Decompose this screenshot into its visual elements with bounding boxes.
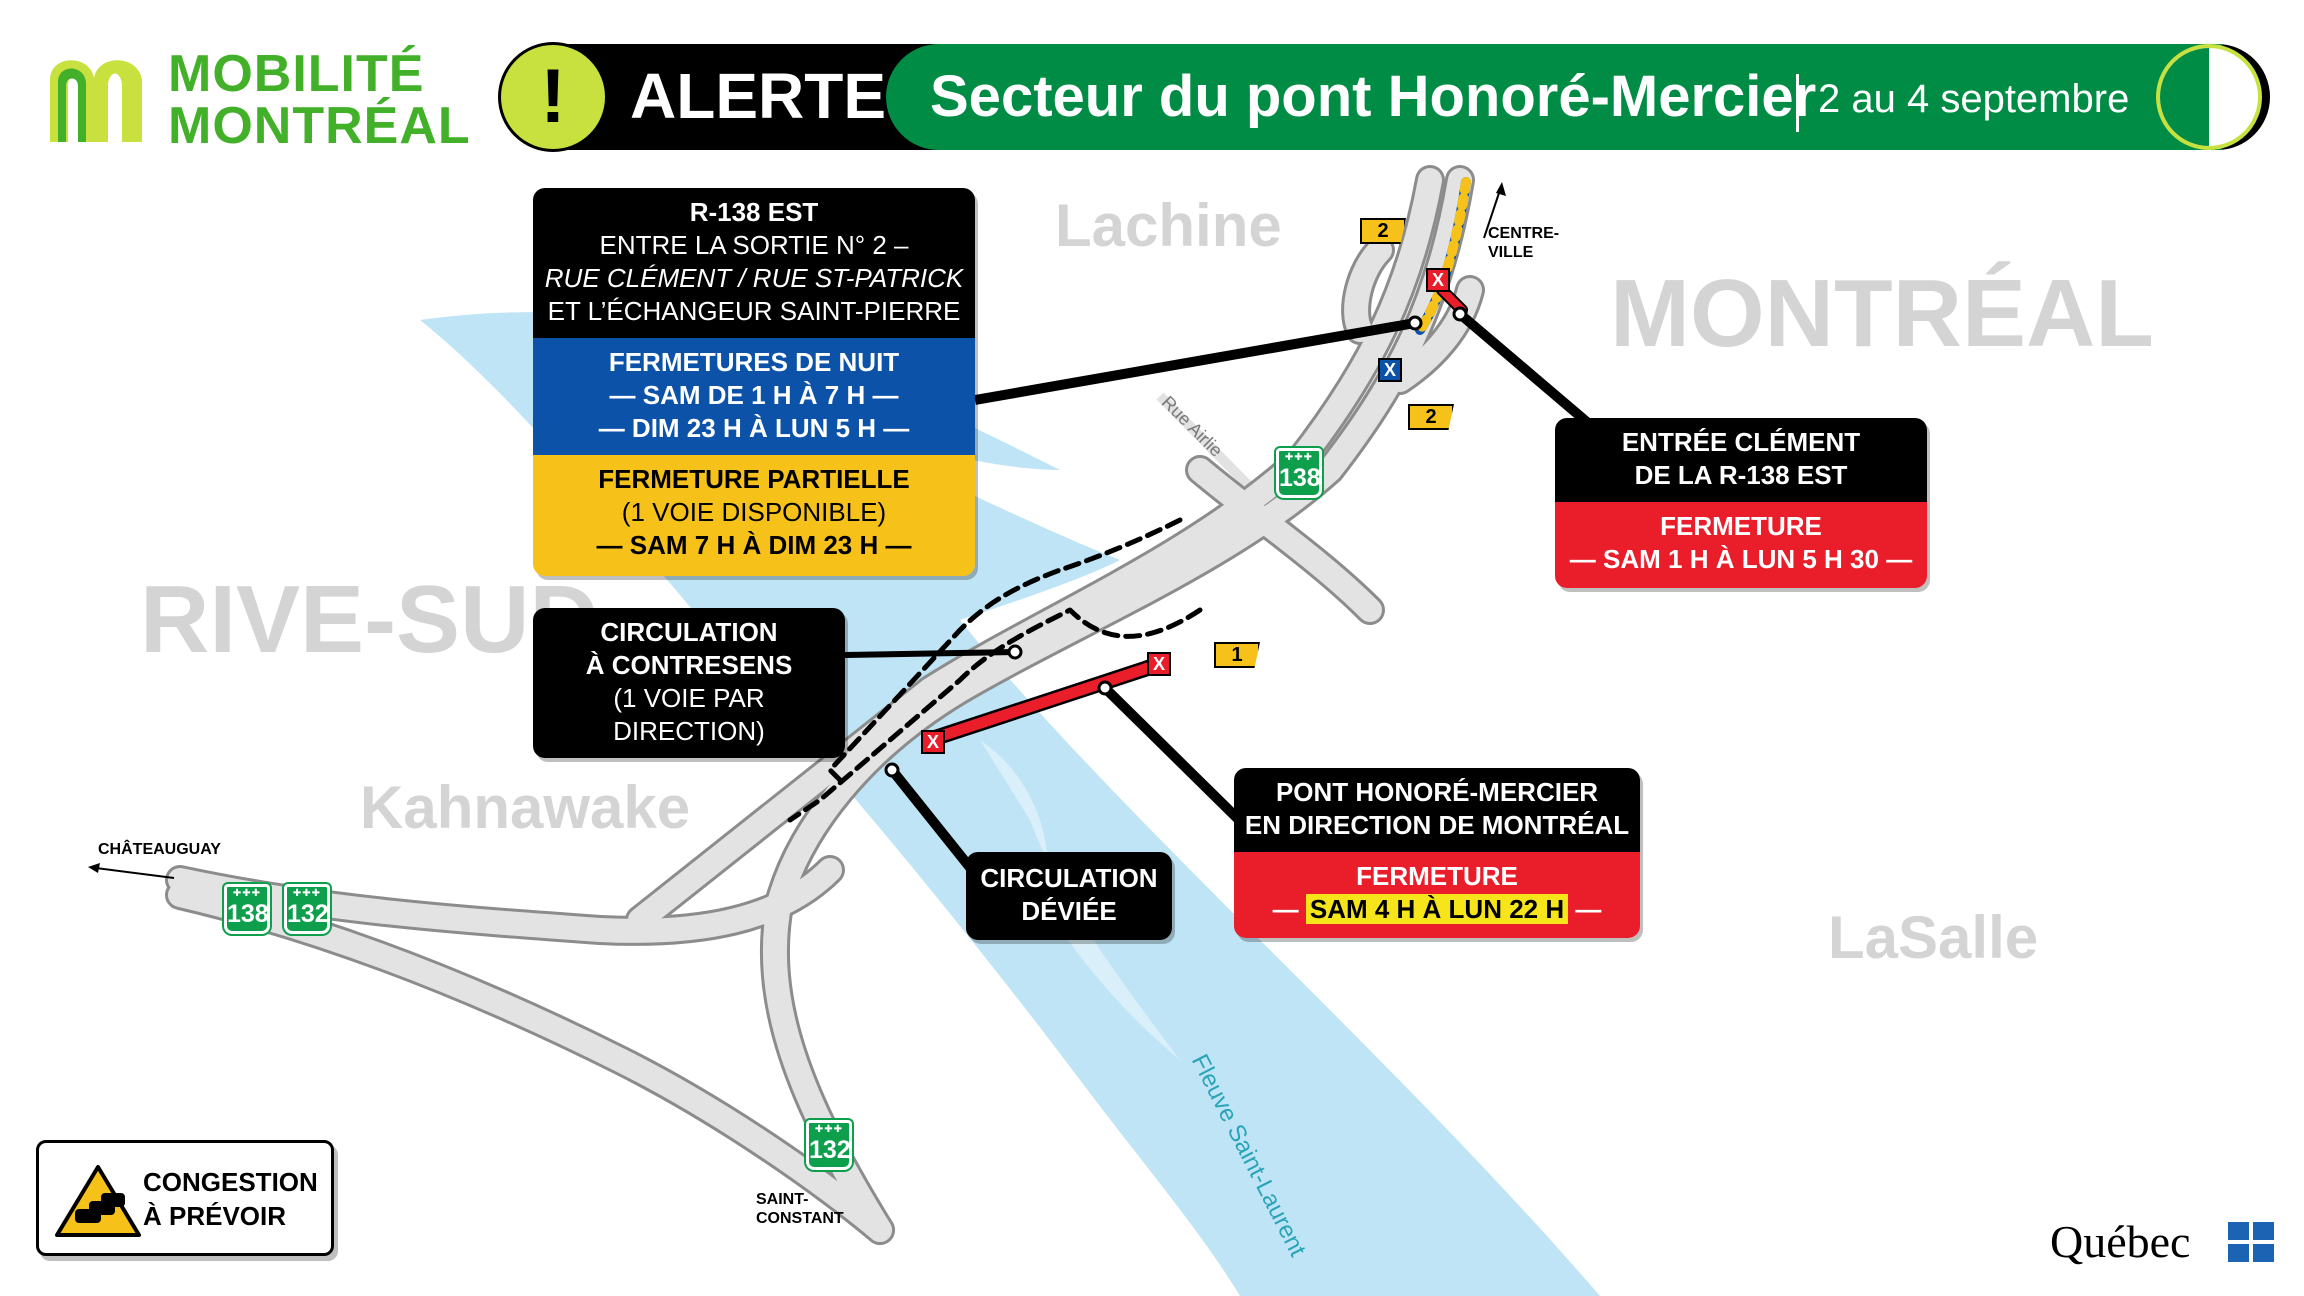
alert-icon: ! <box>498 42 608 152</box>
route-138-shield-north: ✚✚✚138 <box>1276 448 1322 498</box>
logo: MOBILITÉ MONTRÉAL <box>44 44 470 152</box>
r138-partial-closure: FERMETURE PARTIELLE (1 VOIE DISPONIBLE) … <box>533 455 975 576</box>
connector-dots <box>884 306 1468 778</box>
closure-mark-bridge-east: X <box>1147 652 1171 676</box>
exit-2-sign-lower: 2 <box>1408 404 1454 430</box>
title-separator <box>1796 74 1799 132</box>
quebec-wordmark: Québec <box>2050 1216 2191 1267</box>
route-138-shield-west: ✚✚✚138 <box>224 884 270 934</box>
callout-r138-est: R-138 EST ENTRE LA SORTIE N° 2 – RUE CLÉ… <box>533 188 975 576</box>
title-end-cap <box>2156 44 2262 150</box>
arrow-centre-ville-icon <box>1483 182 1506 239</box>
route-132-shield-west: ✚✚✚132 <box>284 884 330 934</box>
route-132-shield-south: ✚✚✚132 <box>806 1120 852 1170</box>
closure-mark-clement: X <box>1426 268 1450 292</box>
page-title: Secteur du pont Honoré-Mercier <box>930 64 1817 129</box>
river-channel <box>980 740 1180 1060</box>
closure-mark-bridge-west: X <box>921 730 945 754</box>
logo-m-icon <box>50 60 142 142</box>
chateauguay-label: CHÂTEAUGUAY <box>98 841 221 858</box>
r138-night-closures: FERMETURES DE NUIT — SAM DE 1 H À 7 H — … <box>533 338 975 455</box>
place-montreal: MONTRÉAL <box>1610 260 2154 367</box>
place-lachine: Lachine <box>1055 192 1282 259</box>
congestion-label: CONGESTION À PRÉVOIR <box>143 1167 318 1231</box>
centre-ville-label: CENTRE-VILLE <box>1488 225 1560 261</box>
callout-contresens: CIRCULATION À CONTRESENS (1 VOIE PAR DIR… <box>533 608 845 758</box>
callout-circulation-deviee: CIRCULATION DÉVIÉE <box>966 852 1172 940</box>
legend-congestion: CONGESTION À PRÉVOIR <box>36 1140 334 1256</box>
title-bar <box>886 44 2222 150</box>
exit-1-sign: 1 <box>1214 642 1260 668</box>
date-range: 2 au 4 septembre <box>1818 77 2130 121</box>
place-lasalle: LaSalle <box>1828 904 2039 971</box>
arrow-chateauguay-icon <box>88 863 175 879</box>
logo-line1: MOBILITÉ <box>168 45 425 103</box>
quebec-flag-icon <box>2228 1222 2274 1262</box>
exit-2-sign-upper: 2 <box>1360 218 1406 244</box>
congestion-cars-icon <box>55 1165 141 1237</box>
callout-pont-honore-mercier: PONT HONORÉ-MERCIER EN DIRECTION DE MONT… <box>1234 768 1640 938</box>
closure-mark-night: X <box>1378 358 1402 382</box>
r138-header: R-138 EST ENTRE LA SORTIE N° 2 – RUE CLÉ… <box>533 188 975 338</box>
saint-constant-label: SAINT-CONSTANT <box>756 1191 844 1227</box>
callout-clement: ENTRÉE CLÉMENT DE LA R-138 EST FERMETURE… <box>1555 418 1927 588</box>
place-rive-sud: RIVE-SUD <box>140 566 599 673</box>
place-kahnawake: Kahnawake <box>360 774 691 841</box>
alert-label: ALERTE <box>630 60 886 132</box>
logo-line2: MONTRÉAL <box>168 97 471 155</box>
